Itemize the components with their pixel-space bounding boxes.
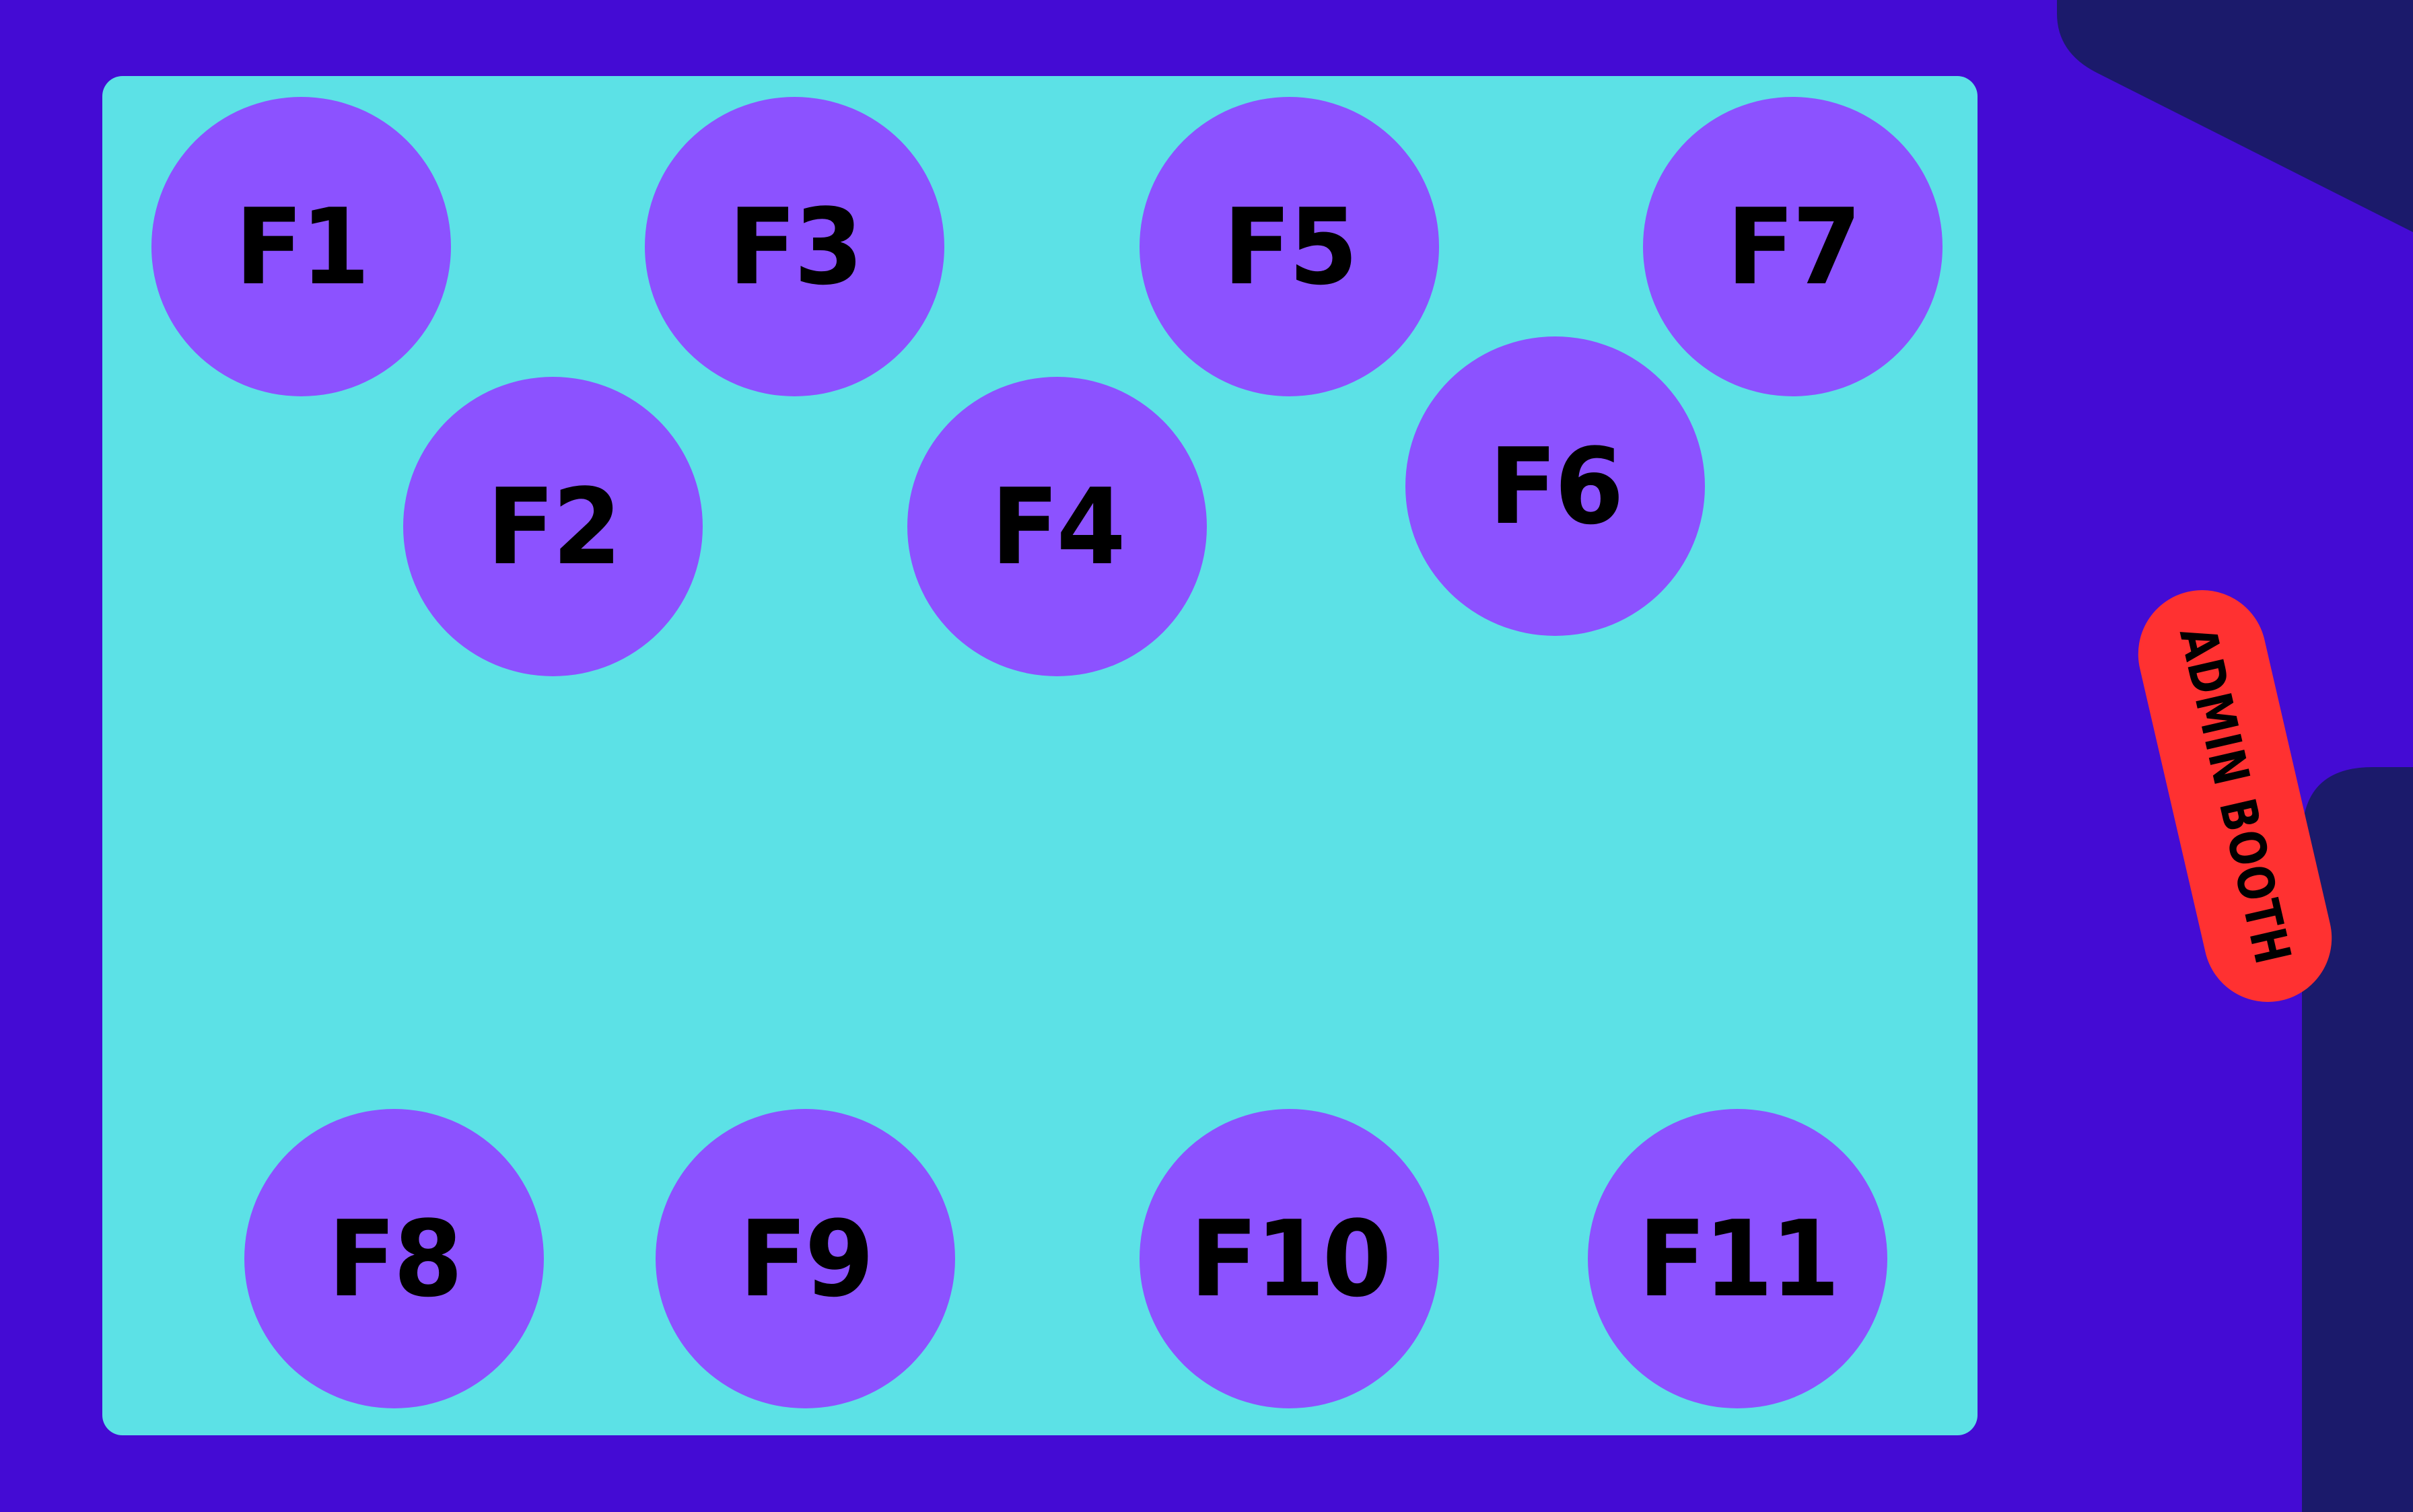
table-f3[interactable]: F3 xyxy=(645,97,944,396)
table-f8[interactable]: F8 xyxy=(244,1109,544,1408)
table-f11[interactable]: F11 xyxy=(1588,1109,1887,1408)
table-label: F10 xyxy=(1189,1197,1391,1320)
table-label: F7 xyxy=(1726,185,1862,308)
table-label: F1 xyxy=(235,185,370,308)
table-f10[interactable]: F10 xyxy=(1140,1109,1439,1408)
table-f4[interactable]: F4 xyxy=(907,377,1207,676)
table-f9[interactable]: F9 xyxy=(656,1109,955,1408)
table-label: F5 xyxy=(1223,185,1358,308)
table-label: F9 xyxy=(739,1197,874,1320)
table-f5[interactable]: F5 xyxy=(1140,97,1439,396)
table-f7[interactable]: F7 xyxy=(1643,97,1943,396)
table-label: F4 xyxy=(991,465,1126,588)
table-f1[interactable]: F1 xyxy=(151,97,451,396)
table-f2[interactable]: F2 xyxy=(403,377,703,676)
table-label: F2 xyxy=(487,465,622,588)
table-label: F3 xyxy=(728,185,864,308)
table-f6[interactable]: F6 xyxy=(1405,336,1705,636)
dark-corner-top-right xyxy=(2057,0,2413,232)
table-label: F6 xyxy=(1489,425,1624,548)
table-label: F11 xyxy=(1638,1197,1840,1320)
table-label: F8 xyxy=(328,1197,463,1320)
